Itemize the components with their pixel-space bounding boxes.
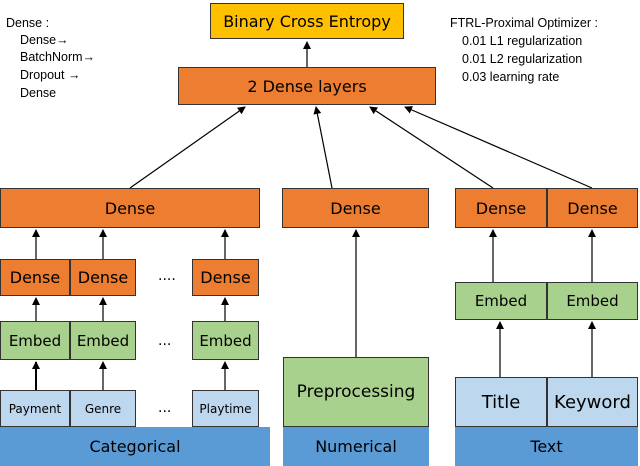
text-input-title: Title: [455, 377, 547, 427]
loss-box: Binary Cross Entropy: [210, 3, 404, 39]
optimizer-title: FTRL-Proximal Optimizer :: [450, 16, 598, 30]
legend-line-1: Dense→: [20, 33, 69, 47]
text-input-keyword: Keyword: [547, 377, 638, 427]
cat-dense-box: Dense: [0, 188, 260, 228]
dense-layers-box: 2 Dense layers: [178, 67, 436, 105]
legend-title: Dense :: [6, 16, 50, 30]
cat-dense-item-2: Dense: [70, 259, 136, 296]
cat-dense-item-1: Dense: [0, 259, 70, 296]
arrow-cat-dense: [129, 106, 246, 189]
arrow-num-dense: [313, 106, 333, 189]
cat-input-payment: Payment: [0, 390, 70, 427]
legend-line-3: Dropout →: [20, 68, 81, 82]
cat-input-genre: Genre: [70, 390, 136, 427]
text-embed-item-2: Embed: [547, 282, 638, 320]
cat-dense-item-3: Dense: [192, 259, 259, 296]
legend-line-2: BatchNorm→: [20, 50, 96, 64]
cat-input-ellipsis: ...: [158, 400, 172, 416]
cat-input-playtime: Playtime: [192, 390, 259, 427]
text-embed-item-1: Embed: [455, 282, 547, 320]
arrow-text-dense-2: [404, 106, 593, 189]
cat-embed-ellipsis: ...: [158, 333, 172, 349]
num-dense-box: Dense: [282, 188, 429, 228]
legend-line-4: Dense: [20, 86, 57, 100]
optimizer-line-3: 0.03 learning rate: [462, 70, 560, 84]
optimizer-line-1: 0.01 L1 regularization: [462, 34, 583, 48]
cat-embed-item-1: Embed: [0, 321, 70, 360]
text-label: Text: [455, 427, 638, 466]
text-dense-item-1: Dense: [455, 188, 547, 228]
cat-embed-item-2: Embed: [70, 321, 136, 360]
arrow-text-dense-1: [369, 106, 494, 189]
cat-embed-item-3: Embed: [192, 321, 259, 360]
text-dense-item-2: Dense: [547, 188, 638, 228]
num-preprocessing-box: Preprocessing: [283, 357, 429, 427]
categorical-label: Categorical: [0, 427, 270, 466]
optimizer-line-2: 0.01 L2 regularization: [462, 52, 583, 66]
cat-dense-ellipsis: ....: [158, 268, 176, 284]
numerical-label: Numerical: [283, 427, 429, 466]
